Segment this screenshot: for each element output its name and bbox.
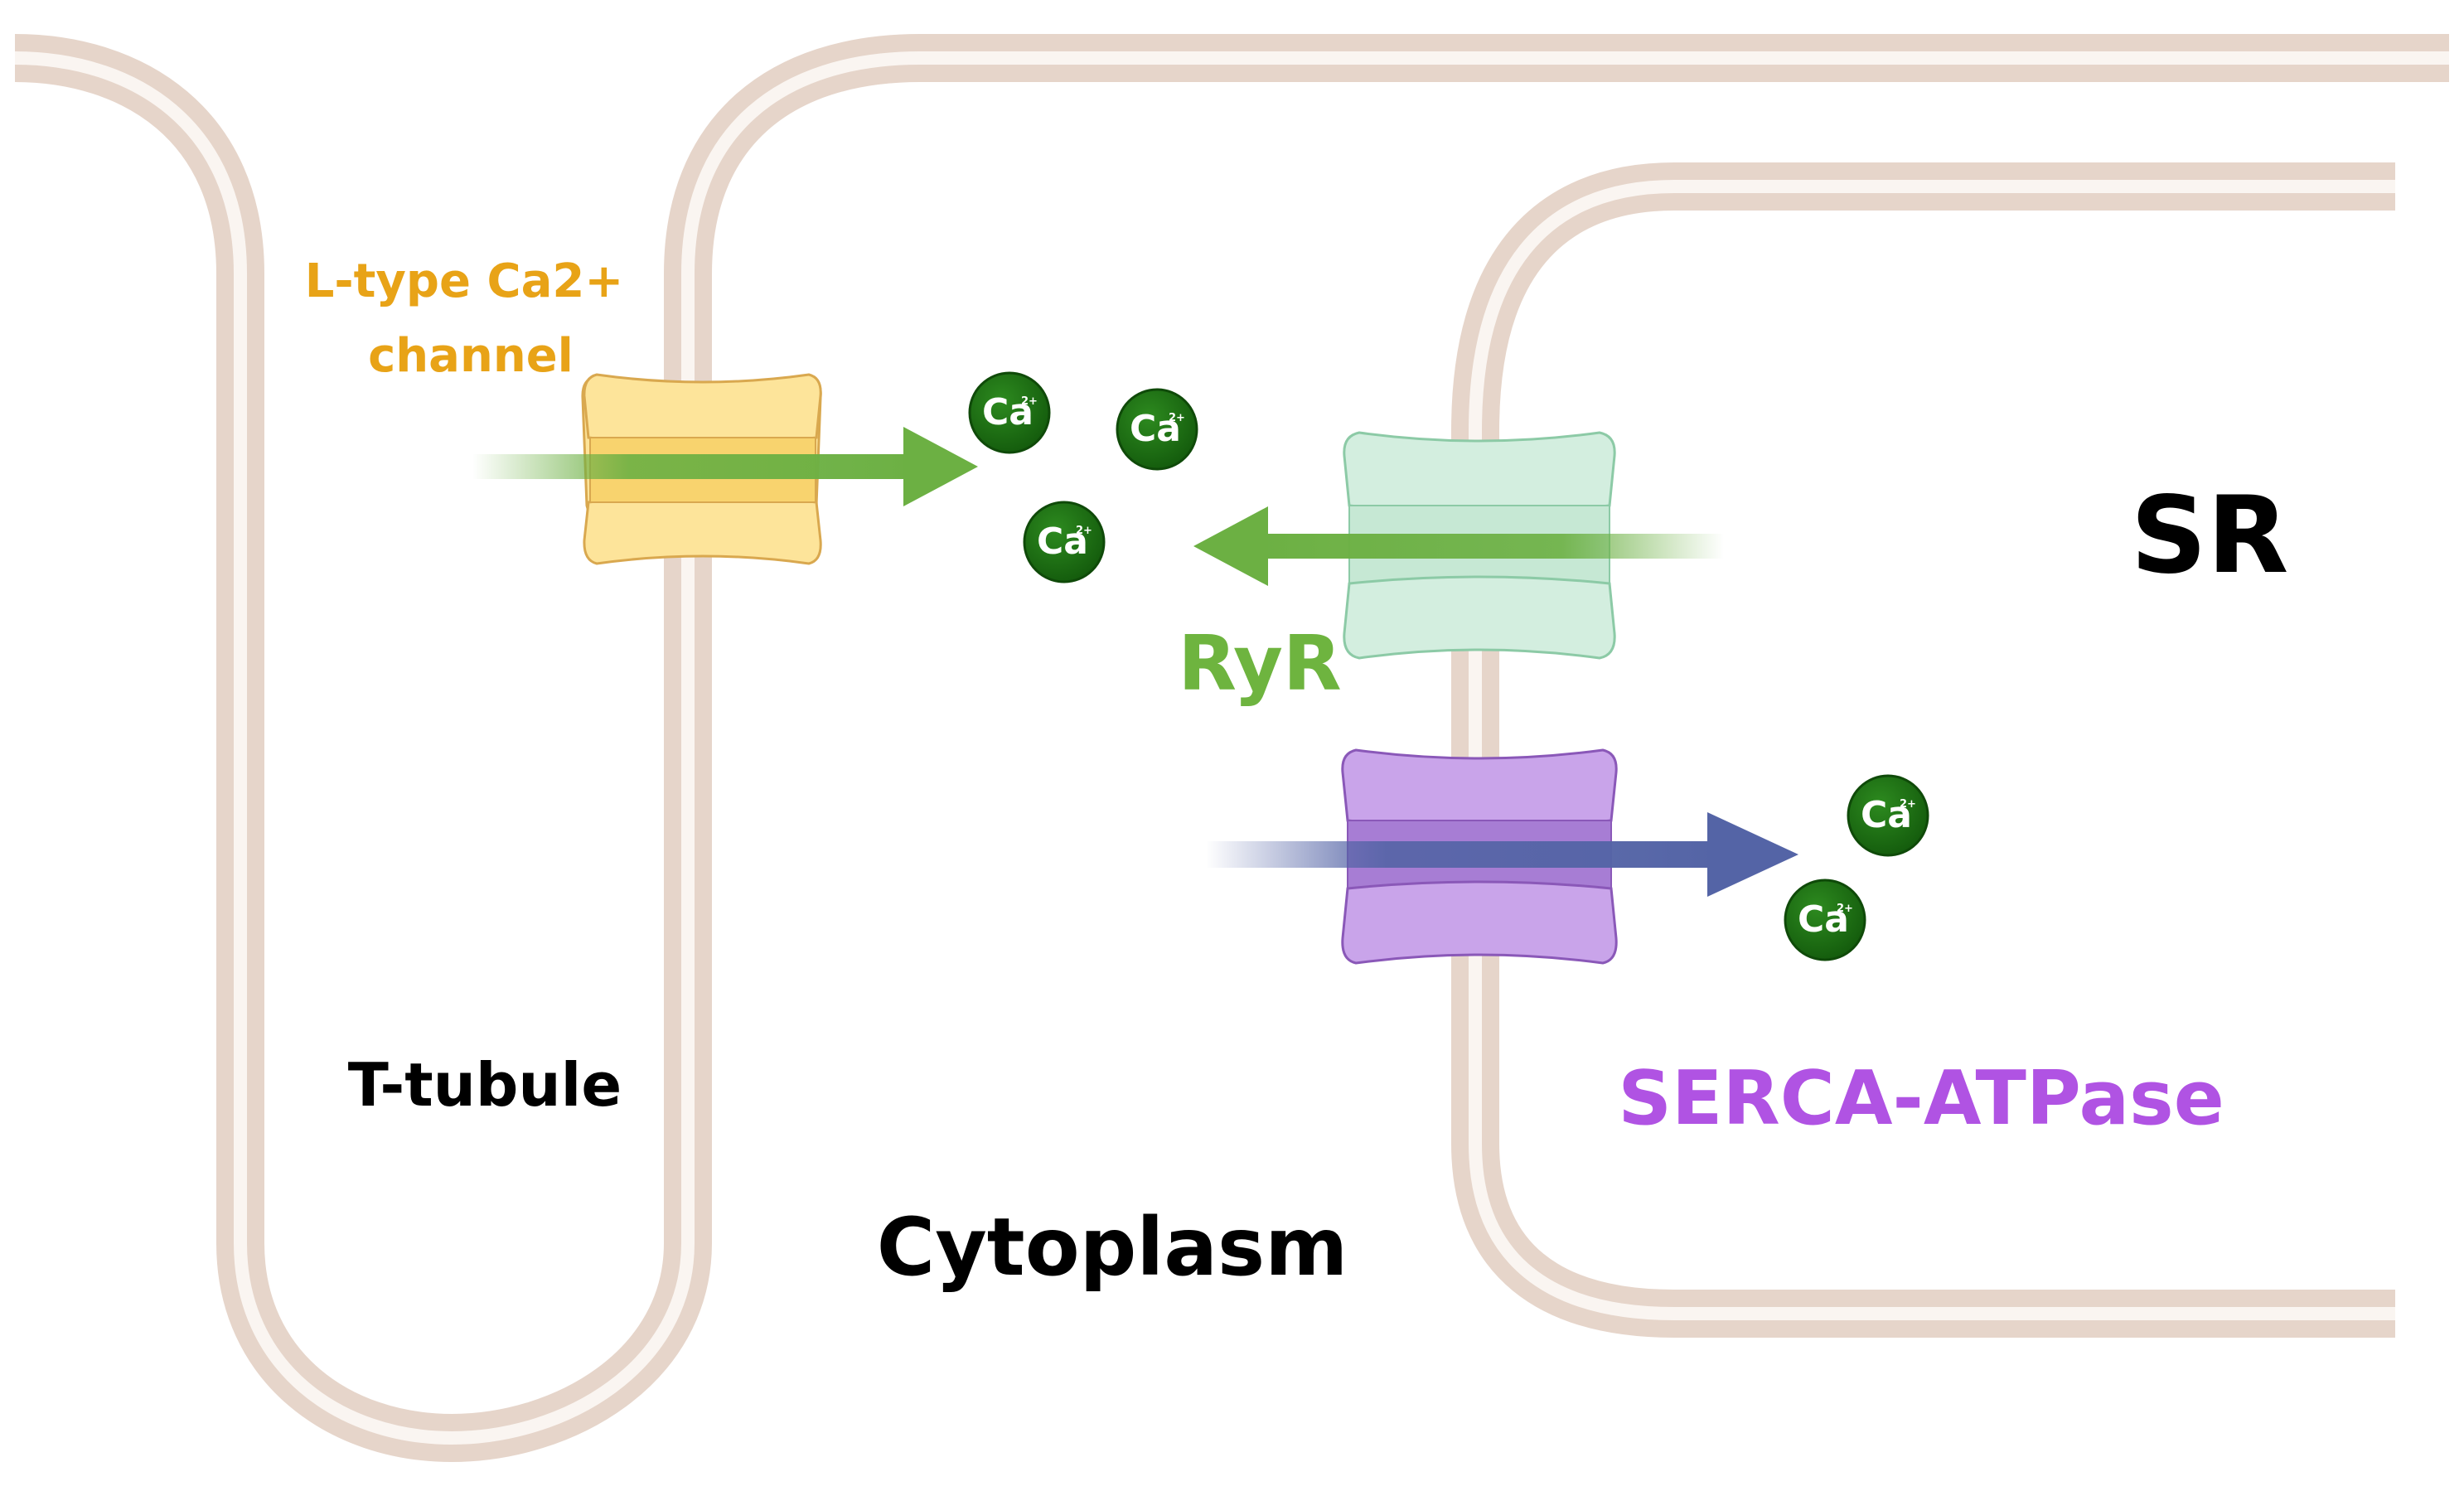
- calcium-symbol: Ca: [1130, 408, 1181, 450]
- t-tubule-label: T-tubule: [348, 1050, 622, 1120]
- calcium-ions: Ca 2+ Ca 2+ Ca 2+ Ca 2+ Ca 2+: [968, 371, 1929, 961]
- calcium-charge: 2+: [1837, 903, 1853, 915]
- calcium-charge: 2+: [1900, 798, 1916, 811]
- serca-atpase-label: SERCA-ATPase: [1618, 1055, 2224, 1142]
- ryr-label: RyR: [1178, 619, 1342, 708]
- calcium-symbol: Ca: [1861, 794, 1912, 836]
- calcium-ion: Ca 2+: [1847, 774, 1929, 857]
- calcium-charge: 2+: [1021, 395, 1038, 408]
- calcium-ion: Ca 2+: [1784, 879, 1866, 961]
- calcium-influx-arrow: [472, 427, 978, 506]
- cytoplasm-label: Cytoplasm: [877, 1201, 1348, 1294]
- calcium-charge: 2+: [1076, 525, 1092, 537]
- calcium-charge: 2+: [1169, 412, 1185, 424]
- membranes: [14, 34, 2449, 1463]
- calcium-reuptake-arrow: [1206, 812, 1798, 897]
- calcium-ion: Ca 2+: [1023, 501, 1106, 583]
- calcium-release-arrow: [1193, 506, 1724, 586]
- sr-label: SR: [2131, 474, 2289, 598]
- l-type-label-line1: L-type Ca2+: [305, 254, 624, 308]
- l-type-label-line2: channel: [368, 329, 574, 383]
- serca-pump: [1341, 748, 1618, 965]
- calcium-symbol: Ca: [1798, 898, 1849, 941]
- calcium-ion: Ca 2+: [968, 371, 1051, 454]
- calcium-symbol: Ca: [982, 391, 1034, 433]
- sr-membrane: [1451, 162, 2395, 1338]
- calcium-ion: Ca 2+: [1116, 388, 1198, 471]
- t-tubule-membrane: [14, 34, 2449, 1463]
- calcium-symbol: Ca: [1037, 520, 1088, 563]
